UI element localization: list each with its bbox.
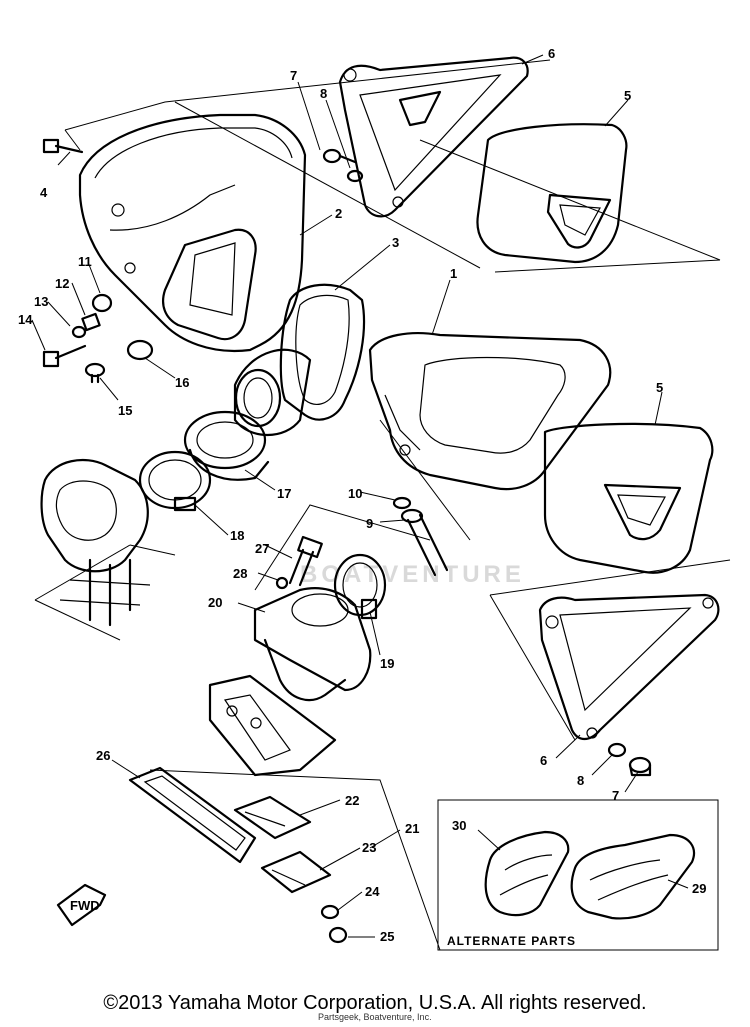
- bolt-27: [288, 535, 323, 587]
- label-5-top: 6: [548, 46, 555, 61]
- label-2: 2: [335, 206, 342, 221]
- bolt-4: [42, 138, 84, 154]
- exploded-parts-diagram: BOATVENTURE ALTERNATE PARTS: [18, 46, 731, 951]
- label-11: 11: [78, 254, 92, 269]
- label-7-top: 7: [290, 68, 297, 83]
- label-5-filter-top: 5: [624, 88, 631, 103]
- reed-valve-assembly: [208, 674, 337, 777]
- label-5-filter-mid: 5: [656, 380, 663, 395]
- label-16: 16: [175, 375, 189, 390]
- label-26: 26: [96, 748, 110, 763]
- label-6-lower: 6: [540, 753, 547, 768]
- reed-22: [233, 795, 312, 840]
- label-8-lower: 8: [577, 773, 584, 788]
- assembly-frame-lines: [34, 59, 731, 951]
- copyright-notice: ©2013 Yamaha Motor Corporation, U.S.A. A…: [103, 992, 647, 1014]
- label-22: 22: [345, 793, 359, 808]
- nut-8-lower: [607, 742, 627, 758]
- cover-30: [484, 830, 570, 917]
- leader-lines: [31, 54, 689, 938]
- label-15: 15: [118, 403, 132, 418]
- gasket-26: [128, 766, 257, 864]
- label-12: 12: [55, 276, 69, 291]
- collar-12: [81, 312, 101, 332]
- label-28: 28: [233, 566, 247, 581]
- watermark-text: BOATVENTURE: [300, 561, 525, 588]
- label-10: 10: [348, 486, 362, 501]
- label-14: 14: [18, 312, 33, 327]
- label-17: 17: [277, 486, 291, 501]
- clamp-19: [333, 553, 387, 620]
- manifold-20: [253, 587, 372, 702]
- bolt-25: [328, 926, 348, 944]
- label-25: 25: [380, 929, 394, 944]
- washer-10: [392, 496, 412, 510]
- gasket-3: [279, 283, 366, 421]
- engine-carburetor-sketch: [40, 458, 151, 627]
- filter-frame-6-lower: [538, 593, 720, 741]
- label-3: 3: [392, 235, 399, 250]
- bolt-14: [42, 344, 87, 368]
- label-4: 4: [40, 185, 48, 200]
- label-30: 30: [452, 818, 466, 833]
- label-20: 20: [208, 595, 222, 610]
- alternate-parts-box: [437, 799, 719, 951]
- filter-element-5-top: [476, 123, 628, 264]
- screw-15: [84, 362, 106, 384]
- bolt-9: [400, 508, 449, 577]
- label-7-lower: 7: [612, 788, 619, 803]
- joint-pipe: [233, 348, 312, 437]
- label-27: 27: [255, 541, 269, 556]
- grommet-11: [91, 293, 113, 313]
- air-box-case-2: [78, 113, 307, 353]
- label-8-top: 8: [320, 86, 327, 101]
- small-credit-text: Partsgeek, Boatventure, Inc.: [318, 1012, 432, 1022]
- grommet-16: [126, 339, 154, 361]
- label-9: 9: [366, 516, 373, 531]
- fwd-arrow-icon: FWD: [56, 883, 107, 927]
- filter-element-5-mid: [543, 422, 714, 574]
- nut-8-top: [346, 169, 364, 183]
- label-29: 29: [692, 881, 706, 896]
- label-23: 23: [362, 840, 376, 855]
- part-number-labels: 6 5 7 8 4 2 3 1 11 12 13 14 15 16 5 17 1…: [18, 46, 706, 944]
- label-19: 19: [380, 656, 394, 671]
- label-13: 13: [34, 294, 48, 309]
- clamp-18: [138, 450, 212, 512]
- air-cleaner-case-1: [368, 332, 612, 491]
- label-21: 21: [405, 821, 419, 836]
- nut-24: [320, 904, 340, 920]
- fwd-label: FWD: [70, 898, 100, 913]
- stopper-23: [260, 850, 332, 894]
- filter-frame-6-top: [338, 56, 529, 218]
- washer-13: [71, 325, 87, 339]
- bolt-7-top: [322, 148, 357, 164]
- bolt-7-lower: [628, 756, 652, 777]
- label-1: 1: [450, 266, 457, 281]
- label-24: 24: [365, 884, 380, 899]
- washer-28: [275, 576, 289, 590]
- label-18: 18: [230, 528, 244, 543]
- cover-29: [570, 833, 696, 920]
- alternate-parts-label: ALTERNATE PARTS: [447, 934, 576, 948]
